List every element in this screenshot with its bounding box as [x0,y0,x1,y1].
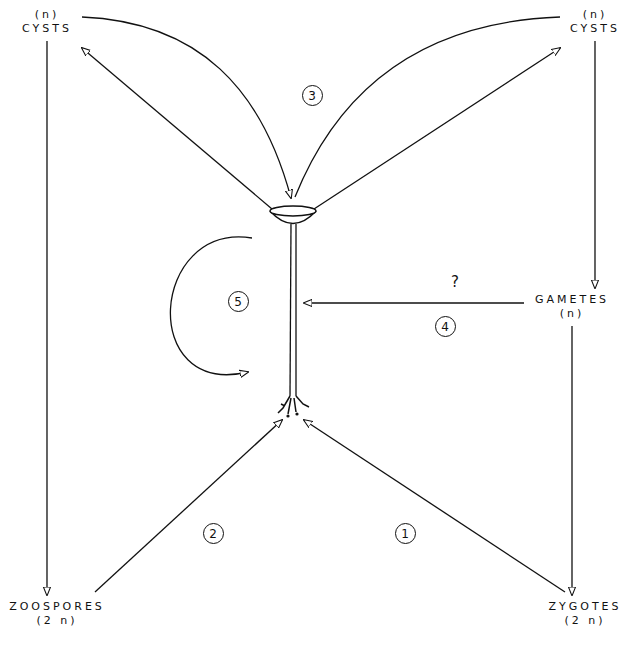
stage-text: GAMETES [535,293,609,307]
callout-number: 3 [302,85,323,106]
cycle-connector [46,41,47,595]
stage-text: (n) [22,8,72,22]
organism-rhizoid-dot [295,412,298,415]
stage-text: (2 n) [548,614,621,628]
stage-text: ZYGOTES [548,600,621,614]
organism-cup-rim [270,206,316,216]
organism-stalk [295,224,296,396]
callout-number: 4 [435,316,456,337]
stage-text: ZOOSPORES [9,600,105,614]
stage-text: CYSTS [22,22,72,36]
cycle-connector [594,41,595,288]
organism-stalk [290,224,291,396]
stage-text: CYSTS [570,22,620,36]
organism-rhizoids [278,396,309,414]
question-mark: ? [449,274,461,291]
cycle-loop-arrow [170,237,252,375]
stage-text: (n) [535,307,609,321]
callout-number: 2 [203,523,224,544]
stage-label-group: GAMETES(n) [532,291,612,323]
cycle-arrow [95,420,282,592]
cycle-arrow [304,302,524,303]
cycle-connector [571,326,572,595]
callout-number: 5 [228,291,249,312]
stage-label-group: ZYGOTES(2 n) [545,598,624,630]
callout-number: 1 [395,523,416,544]
stage-label-group: ZOOSPORES(2 n) [6,598,108,630]
cycle-arrow [82,48,272,209]
stage-text: (2 n) [9,614,105,628]
cycle-arrow [295,17,560,197]
cycle-arrow [304,420,565,592]
stage-text: (n) [570,8,620,22]
cycle-arrow [314,48,560,209]
stage-label-group: (n)CYSTS [19,6,75,38]
organism-rhizoid-dot [286,414,289,417]
stage-label-group: (n)CYSTS [567,6,623,38]
cycle-arrow [82,17,291,198]
